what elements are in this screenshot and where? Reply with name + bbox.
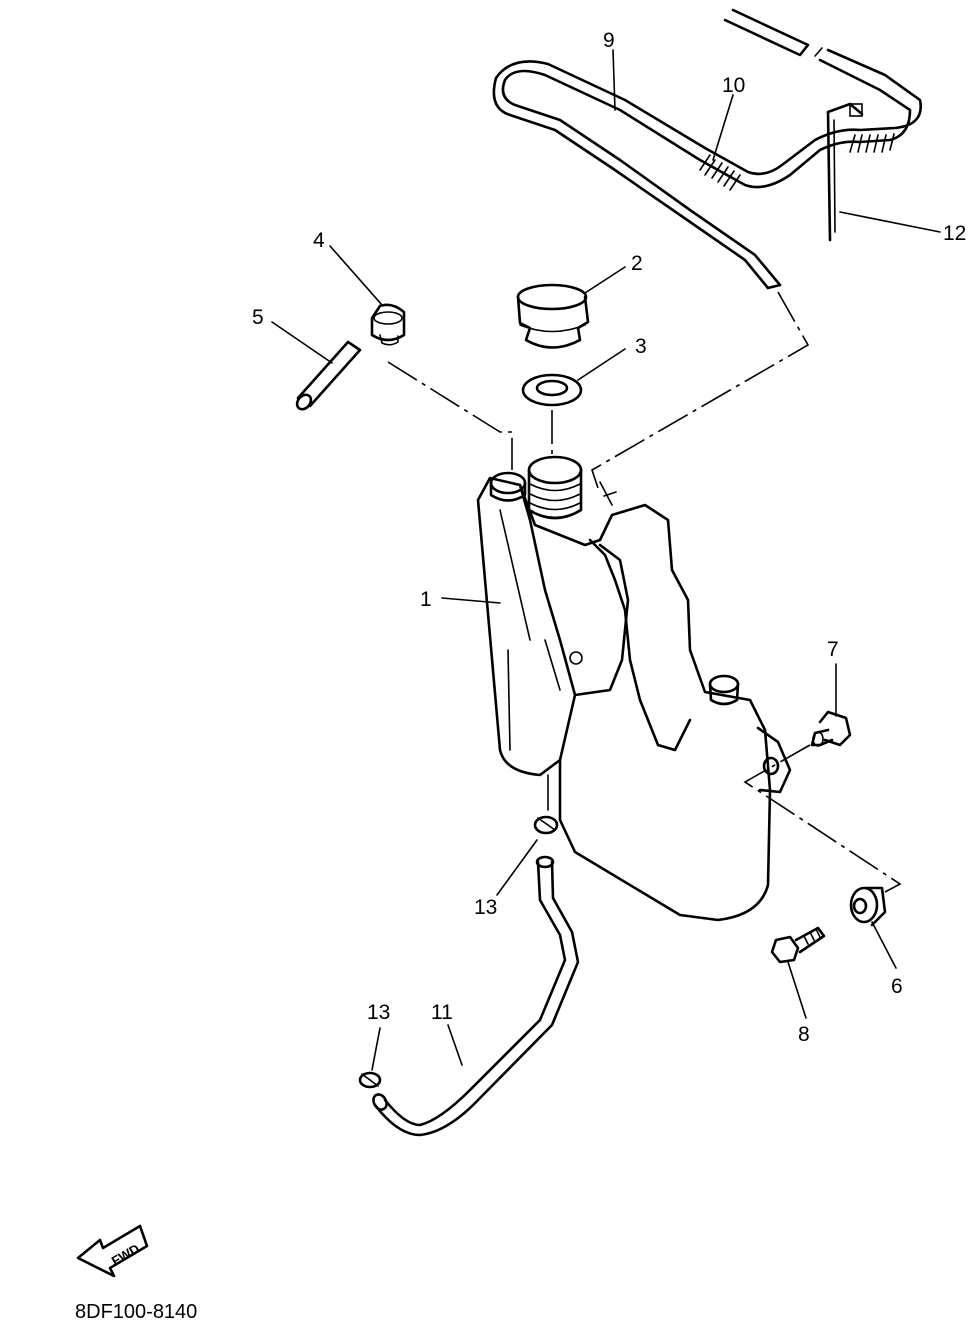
callout-7: 7	[827, 638, 839, 661]
leader-lines	[271, 49, 941, 1071]
callout-6: 6	[891, 975, 903, 998]
callout-13-lower: 13	[367, 1001, 390, 1024]
callout-4: 4	[313, 229, 325, 252]
overflow-hose	[492, 8, 922, 290]
callout-8: 8	[798, 1023, 810, 1046]
connection-lines	[387, 291, 902, 893]
callout-13-upper: 13	[474, 896, 497, 919]
bolt-7	[810, 710, 852, 747]
coolant-reservoir-tank	[476, 455, 792, 922]
hose-clamp-lower	[358, 1071, 382, 1089]
clamp-rod	[826, 102, 864, 242]
callout-1: 1	[420, 588, 432, 611]
callout-5: 5	[252, 306, 264, 329]
gasket-ring	[521, 373, 583, 407]
callout-9: 9	[603, 29, 615, 52]
fwd-label: FWD	[109, 1241, 142, 1269]
callout-11: 11	[431, 1001, 453, 1024]
callout-numbers: 1 2 3 4 5 6 7 8 9 10 11 12 13 13	[252, 29, 966, 1046]
diagram-part-code: 8DF100-8140	[75, 1301, 197, 1321]
hose-clamp-upper	[533, 815, 559, 835]
callout-2: 2	[631, 252, 643, 275]
bolt-8	[770, 926, 826, 964]
rubber-damper	[849, 886, 887, 927]
callout-10: 10	[722, 74, 745, 97]
radiator-cap	[516, 283, 590, 349]
spring-clip-coil	[699, 133, 895, 191]
callout-3: 3	[635, 335, 647, 358]
short-pipe	[295, 340, 362, 411]
callout-12: 12	[943, 222, 966, 245]
small-cap	[370, 303, 406, 346]
forward-arrow-icon: FWD	[76, 1224, 149, 1278]
lower-hose	[372, 855, 580, 1137]
